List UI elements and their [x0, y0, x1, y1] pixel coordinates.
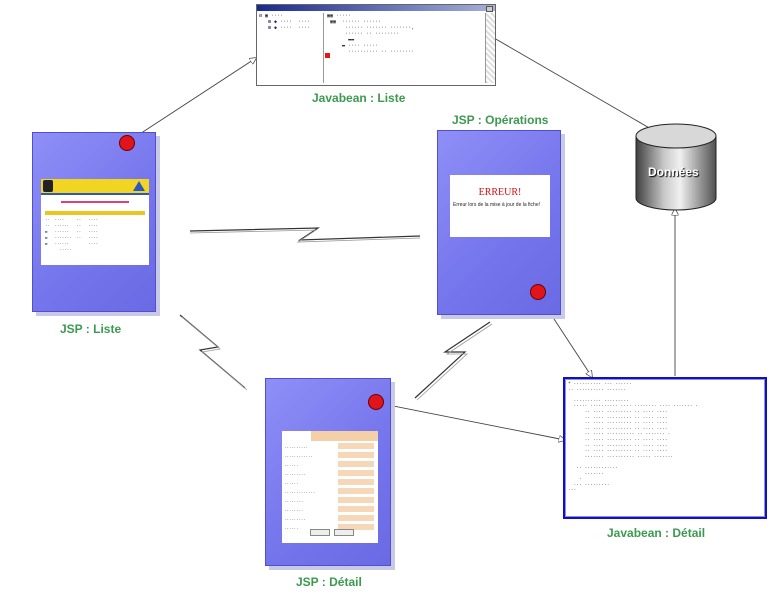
window-titlebar: [257, 5, 495, 11]
label-jsp-detail: JSP : Détail: [296, 575, 362, 589]
link-liste-detail: [179, 314, 246, 389]
form-rows: ·········· ············ ······ ·········…: [284, 445, 316, 531]
javabean-liste-window: ⊟ ▣ ···· ⊞ ◆ ···· ···· ⊞ ◆ ···· ···· ▣▣ …: [256, 4, 496, 86]
label-donnees: Données: [648, 165, 699, 179]
link-liste-operations: [189, 227, 421, 241]
scrollbar: [485, 13, 495, 83]
close-icon: [486, 6, 493, 12]
code-pane: ▣▣ ····· ▣▣ ······ ······ ······ ·······…: [325, 13, 483, 83]
label-javabean-liste: Javabean : Liste: [312, 91, 406, 105]
javabean-detail-code: * ·········· ··· ······ ·· ·········· ··…: [563, 377, 767, 519]
error-panel: ERREUR! Erreur lors de la mise à jour de…: [450, 175, 550, 237]
jsp-detail-page: ·········· ············ ······ ·········…: [265, 378, 391, 566]
detail-form: ·········· ············ ······ ·········…: [282, 431, 378, 543]
liste-screenshot: ·· ···· ·· ···· ·· ······ ·· ···· ▬ ····…: [41, 179, 149, 265]
label-javabean-detail: Javabean : Détail: [607, 526, 706, 540]
logo-icon: [43, 180, 53, 192]
divider: [323, 13, 324, 83]
tree-pane: ⊟ ▣ ···· ⊞ ◆ ···· ···· ⊞ ◆ ···· ····: [259, 13, 311, 31]
red-marker: [325, 53, 330, 58]
red-dot-liste: [119, 135, 135, 151]
error-message: Erreur lors de la mise à jour de la fich…: [453, 202, 540, 208]
arrow-javabean-liste-to-donnees: [493, 37, 658, 133]
red-dot-detail: [368, 394, 384, 410]
jsp-operations-page: ERREUR! Erreur lors de la mise à jour de…: [437, 130, 561, 315]
jsp-liste-page: ·· ···· ·· ···· ·· ······ ·· ···· ▬ ····…: [32, 132, 156, 312]
form-fields: [338, 443, 374, 530]
error-title: ERREUR!: [478, 187, 522, 198]
label-jsp-operations: JSP : Opérations: [452, 113, 549, 127]
arrow-detail-to-javabean-detail: [377, 402, 565, 440]
red-dot-operations: [530, 284, 546, 300]
form-buttons: [310, 523, 355, 541]
label-jsp-liste: JSP : Liste: [60, 322, 122, 336]
donnees-database: [635, 123, 717, 211]
link-operations-detail: [414, 321, 491, 399]
arrow-liste-to-javabean: [125, 58, 256, 144]
triangle-icon: [133, 181, 145, 191]
liste-header: [41, 179, 149, 193]
